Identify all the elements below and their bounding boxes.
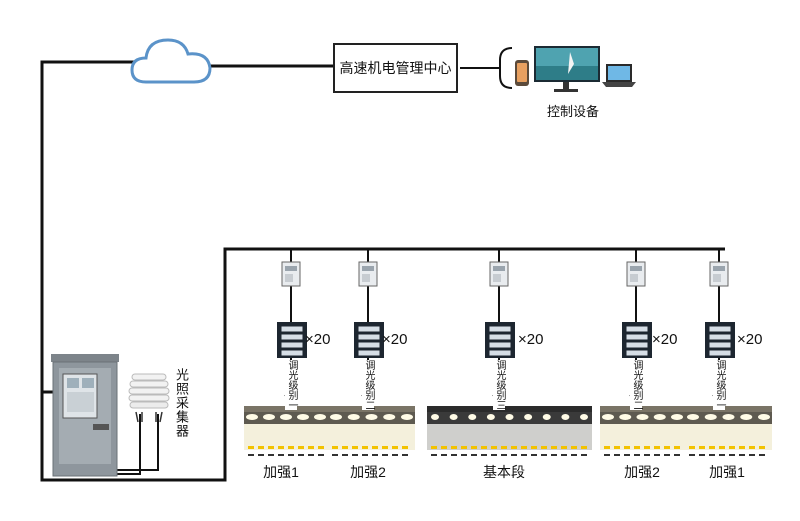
luminaire-count-2: ×20 — [382, 331, 408, 348]
road-label-segment-3: 基本段 — [483, 464, 525, 480]
dimming-level-5: 调光级别一 — [713, 360, 725, 410]
luminaire-count-4: ×20 — [652, 331, 678, 348]
luminaire-count-5: ×20 — [737, 331, 763, 348]
road-strip-2 — [328, 406, 415, 456]
dimming-level-4: 调光级别二 — [630, 360, 642, 410]
road-label-segment-1: 加强1 — [263, 464, 299, 480]
cloud-icon — [130, 38, 212, 84]
bus-line — [40, 247, 725, 482]
device-bracket — [460, 47, 513, 89]
tunnel-luminaire-icon — [277, 322, 307, 358]
dimming-controller-icon — [709, 261, 729, 287]
road-label-segment-5: 加强1 — [709, 464, 745, 480]
management-center-box: 高速机电管理中心 — [333, 43, 458, 93]
control-cabinet-icon — [51, 354, 119, 477]
dimming-level-3: 调光级别三 — [493, 360, 505, 410]
tunnel-luminaire-icon — [705, 322, 735, 358]
dimming-level-2: 调光级别二 — [362, 360, 374, 410]
road-strip-5 — [685, 406, 772, 456]
dimming-controller-icon — [489, 261, 509, 287]
light-sensor-icon — [128, 373, 170, 423]
road-strip-1 — [244, 406, 328, 456]
luminaire-count-3: ×20 — [518, 331, 544, 348]
dimming-controller-icon — [281, 261, 301, 287]
road-label-segment-4: 加强2 — [624, 464, 660, 480]
dimming-level-1: 调光级别一 — [285, 360, 297, 410]
control-devices-icon — [515, 46, 636, 92]
monitor-icon — [534, 46, 600, 92]
tunnel-luminaire-icon — [622, 322, 652, 358]
dimming-controller-icon — [358, 261, 378, 287]
laptop-icon — [602, 64, 636, 87]
tunnel-luminaire-icon — [485, 322, 515, 358]
luminaire-count-1: ×20 — [305, 331, 331, 348]
tunnel-luminaire-icon — [354, 322, 384, 358]
road-strip-4 — [600, 406, 685, 456]
management-center-label: 高速机电管理中心 — [339, 60, 452, 76]
light-sensor-label: 光照采集器 — [174, 368, 189, 438]
dimming-controller-icon — [626, 261, 646, 287]
control-devices-label: 控制设备 — [546, 104, 599, 119]
road-strip-3 — [427, 406, 592, 456]
road-label-segment-2: 加强2 — [350, 464, 386, 480]
